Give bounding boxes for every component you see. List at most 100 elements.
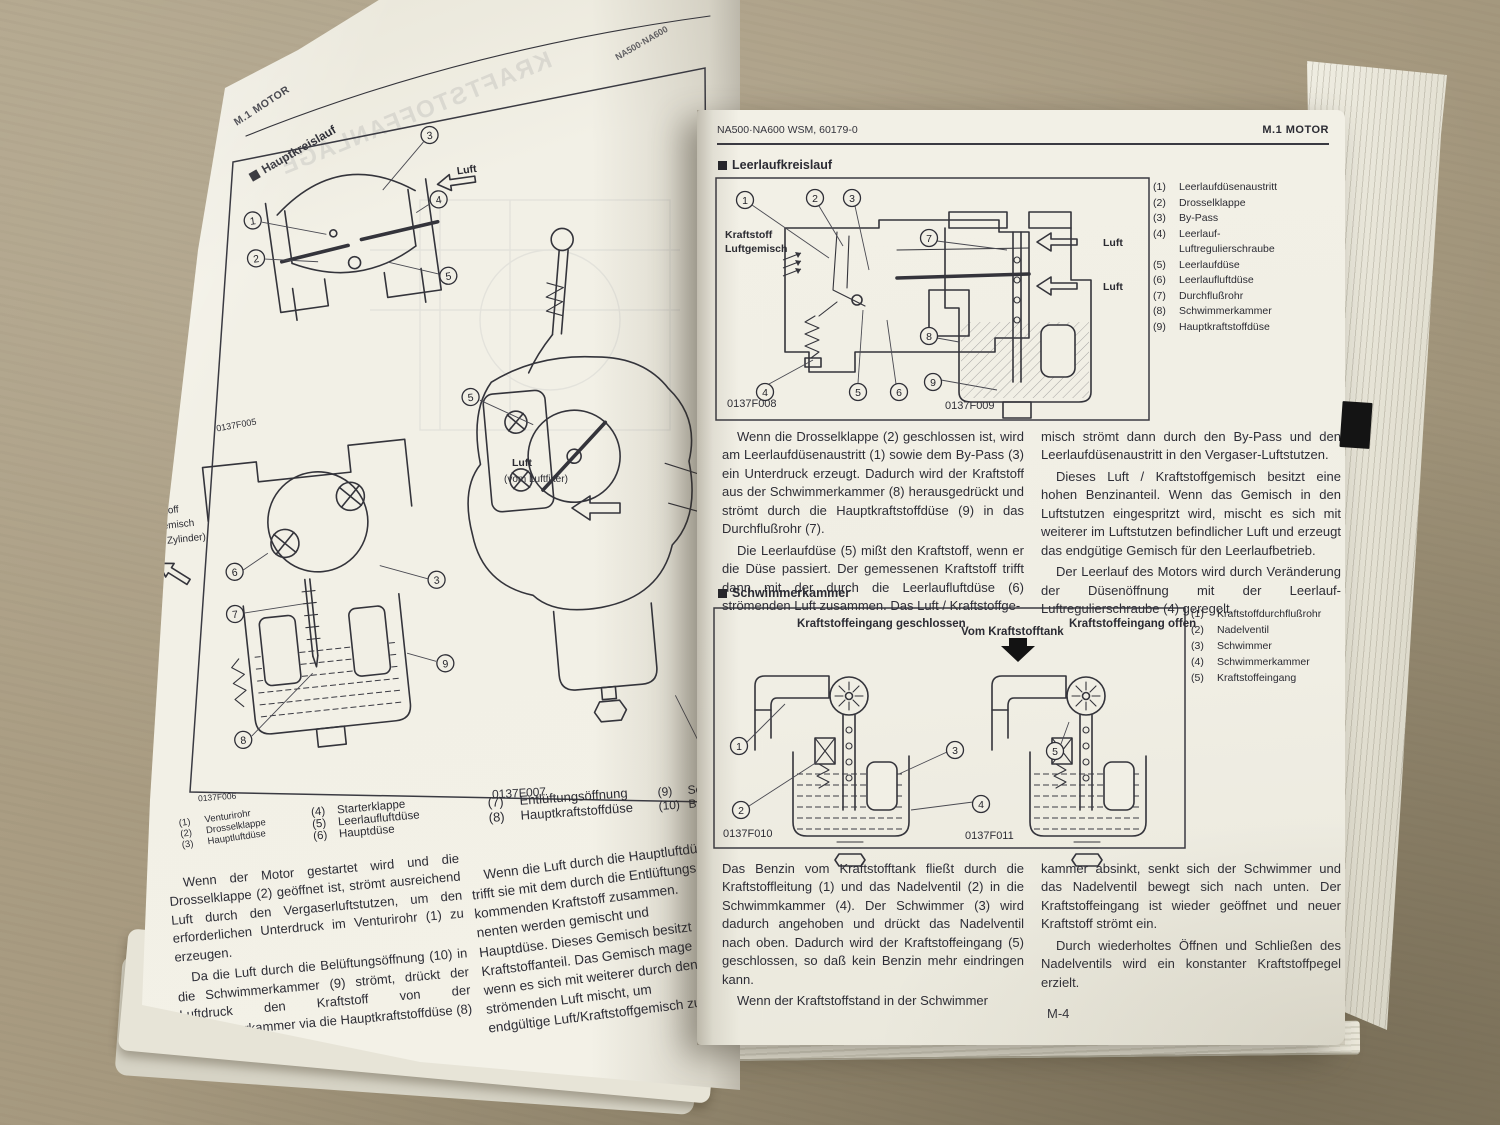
- svg-text:6: 6: [231, 567, 238, 580]
- section-label: Leerlaufkreislauf: [732, 158, 833, 172]
- svg-text:6: 6: [896, 387, 902, 399]
- legend-item: (5)Leerlaufdüse: [1153, 258, 1277, 274]
- fig-idle-circuit-bowl: 7 8 9: [919, 211, 1092, 419]
- legend-label: Kraftstoffdurchflußrohr: [1217, 608, 1322, 620]
- legend-item: (3) Schwimmer: [1191, 638, 1321, 654]
- legend-label: By-Pass: [1179, 212, 1219, 224]
- callout-3: 3: [842, 188, 870, 271]
- chapter-title: M.1 MOTOR: [1262, 124, 1329, 136]
- legend-item: (6)Leerlaufluftdüse: [1153, 273, 1277, 289]
- right-text2-column-1: Das Benzin vom Kraftstofftank fließt dur…: [722, 860, 1024, 1014]
- svg-text:4: 4: [762, 387, 768, 399]
- legend-label: Drosselklappe: [1179, 196, 1246, 209]
- fig-carb-section: Kraftstoff Luftgemisch (zum Zylinder) 6 …: [138, 438, 455, 749]
- legend-label: Leerlaufluftdüse: [1179, 274, 1254, 286]
- svg-text:3: 3: [433, 574, 440, 587]
- luft-vom-luftfilter-label: Luft: [512, 457, 532, 469]
- callout-6: 6: [225, 552, 269, 581]
- paragraph: Dieses Luft / Kraftstoffgemisch besitzt …: [1041, 468, 1341, 558]
- svg-text:3: 3: [952, 745, 958, 757]
- legend-item: (9)Hauptkraftstoffdüse: [1153, 320, 1277, 336]
- legend-item: Luftregulierschraube: [1153, 242, 1277, 258]
- legend-label: Leerlauf-: [1179, 227, 1221, 240]
- legend-num: (1): [1153, 181, 1166, 193]
- callout-9: 9: [923, 372, 998, 392]
- legend-label: Leerlaufdüse: [1179, 258, 1240, 271]
- legend-label: Nadelventil: [1217, 624, 1269, 636]
- legend-item: (7)Durchflußrohr: [1153, 289, 1277, 305]
- legend-num: (10): [658, 797, 681, 814]
- svg-text:5: 5: [855, 387, 861, 399]
- callout-4: 4: [755, 359, 814, 402]
- svg-text:9: 9: [930, 377, 936, 389]
- luft-arrow-2: [1036, 276, 1078, 296]
- legend-label: Leerlaufdüsenaustritt: [1179, 181, 1278, 193]
- callout-2: 2: [731, 761, 818, 820]
- header-rule: [717, 143, 1329, 145]
- callout-5: 5: [387, 261, 458, 285]
- callout-2: 2: [246, 249, 319, 268]
- fig-float-chamber-open: [991, 675, 1147, 867]
- caption-closed: Kraftstoffeingang geschlossen: [797, 618, 966, 630]
- right-text2-column-2: kammer absinkt, senkt sich der Schwimmer…: [1041, 860, 1341, 995]
- svg-text:7: 7: [232, 609, 239, 622]
- figure-id: 0137F010: [723, 828, 773, 840]
- callout-8: 8: [919, 326, 960, 346]
- paragraph: Das Benzin vom Kraftstofftank fließt dur…: [722, 861, 1024, 987]
- callout-3: 3: [898, 740, 965, 775]
- svg-text:4: 4: [435, 194, 443, 207]
- mixture-dash-arrows: [782, 252, 802, 277]
- section-leerlaufkreislauf: Leerlaufkreislauf: [718, 158, 832, 172]
- svg-text:2: 2: [812, 193, 818, 205]
- svg-text:8: 8: [240, 735, 247, 748]
- legend-num: (2): [1153, 196, 1166, 209]
- callout-7: 7: [919, 228, 1008, 251]
- legend-leerlauf: (1) Leerlaufdüsenaustritt (2) Drosselklapp…: [1153, 180, 1277, 335]
- luft-label: Luft: [456, 163, 478, 178]
- paragraph: kammer absinkt, senkt sich der Schwimmer…: [1041, 861, 1341, 932]
- caption-open: Kraftstoffeingang offen: [1069, 618, 1197, 630]
- legend-num: (9): [1153, 320, 1166, 333]
- svg-text:1: 1: [736, 741, 742, 753]
- right-text1-column-1: Wenn die Drosselklappe (2) geschlossen i…: [722, 428, 1024, 619]
- kraftstoff-label: Kraftstoff: [138, 504, 179, 519]
- luft-label-1: Luft: [1103, 237, 1123, 249]
- right-page: NA500·NA600 WSM, 60179-0 M.1 MOTOR Leerl…: [697, 110, 1345, 1045]
- svg-text:8: 8: [926, 331, 932, 343]
- section-square-icon: [718, 161, 727, 170]
- legend-item: (3) By-Pass: [1153, 211, 1277, 227]
- legend-item: (1) Leerlaufdüsenaustritt: [1153, 180, 1277, 196]
- black-index-tab: [1339, 401, 1373, 449]
- legend-num: (3): [1153, 212, 1166, 224]
- legend-num: (3): [1191, 640, 1204, 652]
- callout-9: 9: [406, 652, 455, 673]
- legend-num: (2): [1191, 624, 1204, 636]
- header-rule: [245, 15, 711, 137]
- legend-num: [1153, 242, 1179, 258]
- legend-item: (2) Nadelventil: [1191, 622, 1321, 638]
- right-figure-artwork: Luft Luft Kraftstoff Luftgemisch 1 2 3 4…: [713, 177, 1186, 867]
- callout-3b: 3: [379, 565, 446, 589]
- callout-8: 8: [234, 672, 313, 749]
- legend-schwimmer: (1)Kraftstoffdurchflußrohr (2) Nadelventi…: [1191, 606, 1321, 686]
- svg-text:5: 5: [1052, 746, 1058, 758]
- callout-1: 1: [243, 211, 327, 235]
- legend-item: (1)Kraftstoffdurchflußrohr: [1191, 606, 1321, 622]
- right-text1-column-2: misch strömt dann durch den By-Pass und …: [1041, 428, 1341, 622]
- section-label: Schwimmerkammer: [732, 586, 851, 600]
- figure-frame-2: [713, 607, 1186, 849]
- right-page-number: M-4: [1047, 1006, 1070, 1021]
- mixture-arrow: [158, 562, 191, 586]
- luftgemisch-label: Luftgemisch: [725, 243, 787, 255]
- legend-num: (4): [1153, 227, 1166, 240]
- svg-text:7: 7: [926, 233, 932, 245]
- air-inlet-arrow: [571, 495, 621, 521]
- callout-6: 6: [886, 319, 909, 402]
- svg-text:1: 1: [742, 195, 748, 207]
- legend-label: Schwimmer: [1217, 640, 1272, 652]
- paragraph: Durch wiederholtes Öffnen und Schließen …: [1041, 937, 1341, 990]
- figure-id: 0137F011: [965, 830, 1014, 842]
- legend-item: (8)Schwimmerkammer: [1153, 304, 1277, 320]
- left-page: KRAFTSTOFFANLAGE NA500·NA600 M.1 MOTOR H…: [138, 0, 740, 1090]
